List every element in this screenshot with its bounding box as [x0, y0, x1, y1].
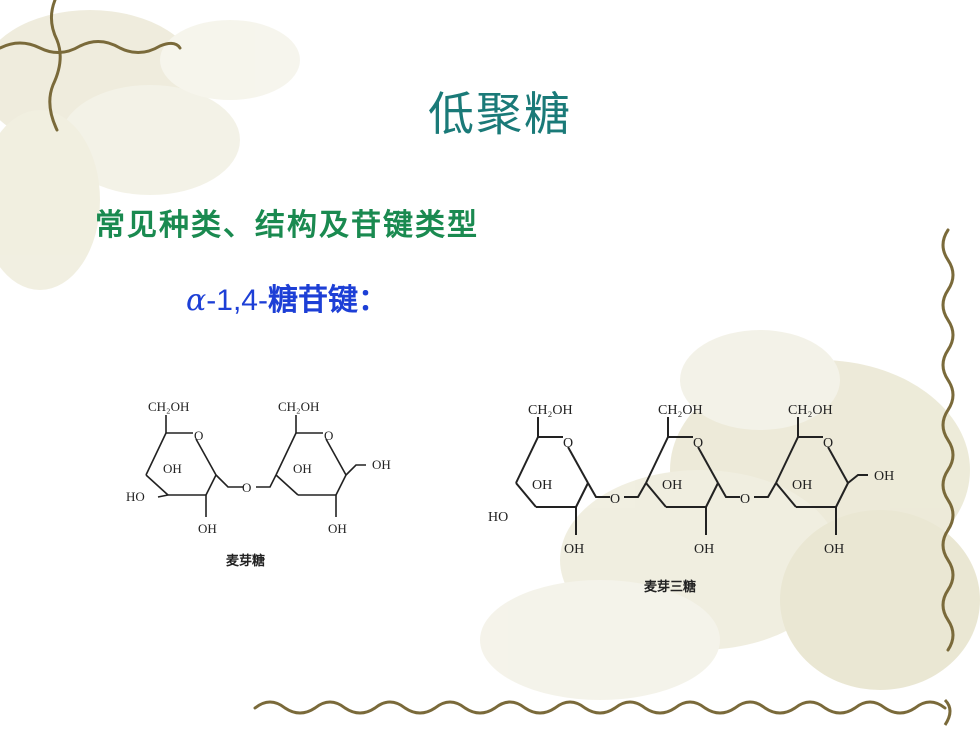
maltotriose-r1-ch2oh: CH₂OH — [528, 403, 573, 418]
bond-position: -1,4- — [206, 284, 268, 317]
maltotriose-r3-oh-bottom: OH — [824, 542, 844, 557]
maltotriose-caption: 麦芽三糖 — [644, 579, 696, 595]
maltose-ring-2 — [256, 415, 366, 517]
maltotriose-r1-o: O — [563, 436, 573, 451]
maltose-r1-ho: HO — [126, 489, 145, 504]
vine-top — [0, 40, 182, 54]
maltotriose-r3-o: O — [823, 436, 833, 451]
maltotriose-ring-3 — [754, 417, 868, 535]
slide-title: 低聚糖 — [428, 87, 572, 141]
maltose-terminal-oh: OH — [372, 457, 391, 472]
maltotriose-terminal-oh: OH — [874, 469, 894, 484]
foliage-bottom-right — [480, 330, 980, 700]
maltotriose-r2-o: O — [693, 436, 703, 451]
maltose-linker-o: O — [242, 480, 251, 495]
alpha-symbol: α — [186, 283, 207, 318]
maltotriose-ring-2 — [624, 417, 740, 535]
maltose-caption: 麦芽糖 — [226, 553, 265, 569]
maltose-r1-oh: OH — [163, 461, 182, 476]
maltose-r1-o: O — [194, 428, 203, 443]
maltotriose-linker-o-2: O — [740, 492, 750, 507]
maltotriose-r3-ch2oh: CH₂OH — [788, 403, 833, 418]
vine-bottom — [253, 700, 947, 715]
maltotriose-structure: CH₂OH O OH HO OH O CH₂OH O OH OH O CH₂OH… — [488, 403, 894, 595]
vine-right — [941, 228, 955, 652]
vine-left — [48, 0, 62, 132]
maltotriose-r3-oh: OH — [792, 478, 812, 493]
maltose-r2-oh-bottom: OH — [328, 521, 347, 536]
maltose-ring-1 — [145, 415, 243, 517]
maltose-r1-ch2oh: CH₂OH — [148, 399, 189, 414]
maltose-r2-o: O — [324, 428, 333, 443]
vine-bottom-curl — [943, 698, 952, 726]
maltotriose-r1-oh: OH — [532, 478, 552, 493]
maltotriose-r2-ch2oh: CH₂OH — [658, 403, 703, 418]
maltotriose-ring-1 — [515, 417, 610, 535]
maltose-r2-ch2oh: CH₂OH — [278, 399, 319, 414]
maltose-r1-oh-bottom: OH — [198, 521, 217, 536]
slide-subtitle: 常见种类、结构及苷键类型 — [95, 208, 479, 243]
maltotriose-linker-o-1: O — [610, 492, 620, 507]
maltose-structure: CH₂OH O OH HO OH O CH₂OH O OH OH OH 麦芽糖 — [126, 399, 391, 569]
maltotriose-r1-oh-bottom: OH — [564, 542, 584, 557]
maltose-r2-oh: OH — [293, 461, 312, 476]
maltotriose-r2-oh: OH — [662, 478, 682, 493]
maltotriose-r2-oh-bottom: OH — [694, 542, 714, 557]
bond-name: 糖苷键： — [267, 283, 388, 318]
bond-type-label: α-1,4-糖苷键： — [186, 275, 388, 319]
maltotriose-r1-ho: HO — [488, 510, 508, 525]
